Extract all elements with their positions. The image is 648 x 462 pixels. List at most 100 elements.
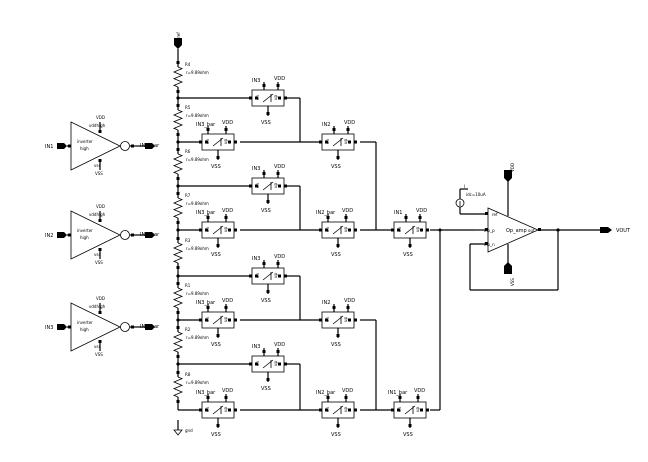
inverter-title-2: inverter: [77, 228, 93, 233]
resistor-R6: R6r=9.89ohm: [172, 142, 209, 186]
resistor-value-R3: r=9.89ohm: [186, 246, 209, 251]
switch-dn-6: dn: [205, 316, 210, 322]
resistor-ladder: vref R4r=9.89ohmR5r=9.89ohmR6r=9.89ohmR7…: [172, 32, 209, 436]
switch-vdd-7: VDD: [274, 342, 285, 348]
switch-dn-10: dn: [325, 226, 330, 232]
switch-dn-3: dn: [255, 182, 260, 188]
inverter-vdd-3: VDD: [96, 296, 105, 301]
resistor-name-R3: R3: [185, 238, 191, 243]
switch-up-9: up: [343, 138, 348, 144]
inverter-vss-1: VSS: [95, 171, 103, 176]
opamp-vdd-label: VDD: [510, 163, 515, 172]
ground-symbol: [173, 429, 183, 436]
switch-vss-5: VSS: [261, 298, 271, 304]
switch-vss-2: VSS: [211, 164, 221, 170]
inverter-title-1: inverter: [77, 139, 93, 144]
switch-vss-14: VSS: [403, 432, 413, 438]
inverter-vddhigh-3: vddhigh: [89, 304, 106, 309]
resistor-zigzag-R1: [172, 287, 184, 309]
inverter-vddhigh-2: vddhigh: [89, 212, 106, 217]
opamp-label: Op_amp: [506, 228, 527, 234]
resistor-value-R8: r=9.89ohm: [186, 380, 209, 385]
switch-ctrl-4: IN3_bar: [196, 210, 216, 216]
output-label-1: IN1_bar: [140, 143, 160, 149]
vout-pin[interactable]: [600, 227, 612, 233]
switch-vdd-10: VDD: [342, 208, 353, 214]
switch-dn-1: dn: [255, 94, 260, 100]
isource-name: I: [464, 184, 465, 189]
switch-vss-6: VSS: [211, 342, 221, 348]
switch-dn-9: dn: [325, 138, 330, 144]
switch-ctrl-5: IN3: [252, 256, 260, 262]
switch-vdd-3: VDD: [274, 164, 285, 170]
opamp-vdd-pin: [504, 170, 512, 182]
input-label-2: IN2: [45, 233, 53, 239]
switch-vss-8: VSS: [211, 432, 221, 438]
input-pin-3[interactable]: [57, 324, 67, 330]
vref-pin[interactable]: [174, 38, 182, 49]
opamp-vss-pin: [504, 262, 512, 274]
switch-up-12: up: [343, 406, 348, 412]
output-pin-2[interactable]: [145, 232, 155, 238]
inverter-subtitle-3: high: [80, 327, 89, 332]
switch-dn-5: dn: [255, 272, 260, 278]
switch-vss-12: VSS: [331, 432, 341, 438]
switch-ctrl-7: IN3: [252, 344, 260, 350]
switch-vss-4: VSS: [211, 252, 221, 258]
vout-label: VOUT: [616, 228, 631, 234]
switch-vss-3: VSS: [261, 208, 271, 214]
inverter-vsspin-2: vss: [94, 252, 101, 257]
output-pin-1[interactable]: [145, 143, 155, 149]
inverter-vddhigh-1: vddhigh: [89, 123, 106, 128]
opamp-vss-label: VSS: [510, 278, 515, 286]
inverter-column: IN1inverterhighVDDvddhighvssVSSIN1_barIN…: [45, 115, 160, 357]
resistor-name-R5: R5: [185, 105, 191, 110]
inverter-vsspin-1: vss: [94, 163, 101, 168]
switch-dn-14: dn: [397, 406, 402, 412]
opamp-inn-pin: inp_n: [484, 242, 495, 247]
inverter-vdd-2: VDD: [96, 204, 105, 209]
inverter-title-3: inverter: [77, 320, 93, 325]
switch-dn-12: dn: [325, 406, 330, 412]
output-pin-3[interactable]: [145, 324, 155, 330]
switch-vss-1: VSS: [261, 120, 271, 126]
resistor-R4: R4r=9.89ohm: [172, 56, 209, 98]
switch-vdd-4: VDD: [222, 208, 233, 214]
switch-up-14: up: [415, 406, 420, 412]
switch-vdd-12: VDD: [342, 388, 353, 394]
switch-vdd-1: VDD: [274, 76, 285, 82]
switch-vdd-14: VDD: [414, 388, 425, 394]
input-pin-1[interactable]: [57, 143, 67, 149]
switch-dn-11: dn: [325, 316, 330, 322]
inverter-bubble-3: [120, 322, 130, 332]
isource-value: idc=10uA: [466, 192, 486, 197]
switch-vss-10: VSS: [331, 252, 341, 258]
switch-up-4: up: [223, 226, 228, 232]
resistor-value-R2: r=9.89ohm: [186, 335, 209, 340]
inverter-vsspin-3: vss: [94, 344, 101, 349]
resistor-R8: R8r=9.89ohm: [172, 364, 209, 410]
resistor-R1: R1r=9.89ohm: [172, 276, 209, 320]
opamp-ref-pin: ref: [492, 212, 498, 217]
input-pin-2[interactable]: [57, 232, 67, 238]
resistor-name-R2: R2: [185, 327, 191, 332]
resistor-name-R6: R6: [185, 149, 191, 154]
vref-label: vref: [176, 32, 181, 40]
resistor-zigzag-R3: [172, 242, 184, 264]
switch-up-6: up: [223, 316, 228, 322]
switch-vdd-11: VDD: [344, 298, 355, 304]
switch-dn-2: dn: [205, 138, 210, 144]
switch-vdd-13: VDD: [416, 208, 427, 214]
resistor-zigzag-R6: [172, 153, 184, 175]
switch-vss-11: VSS: [331, 342, 341, 348]
